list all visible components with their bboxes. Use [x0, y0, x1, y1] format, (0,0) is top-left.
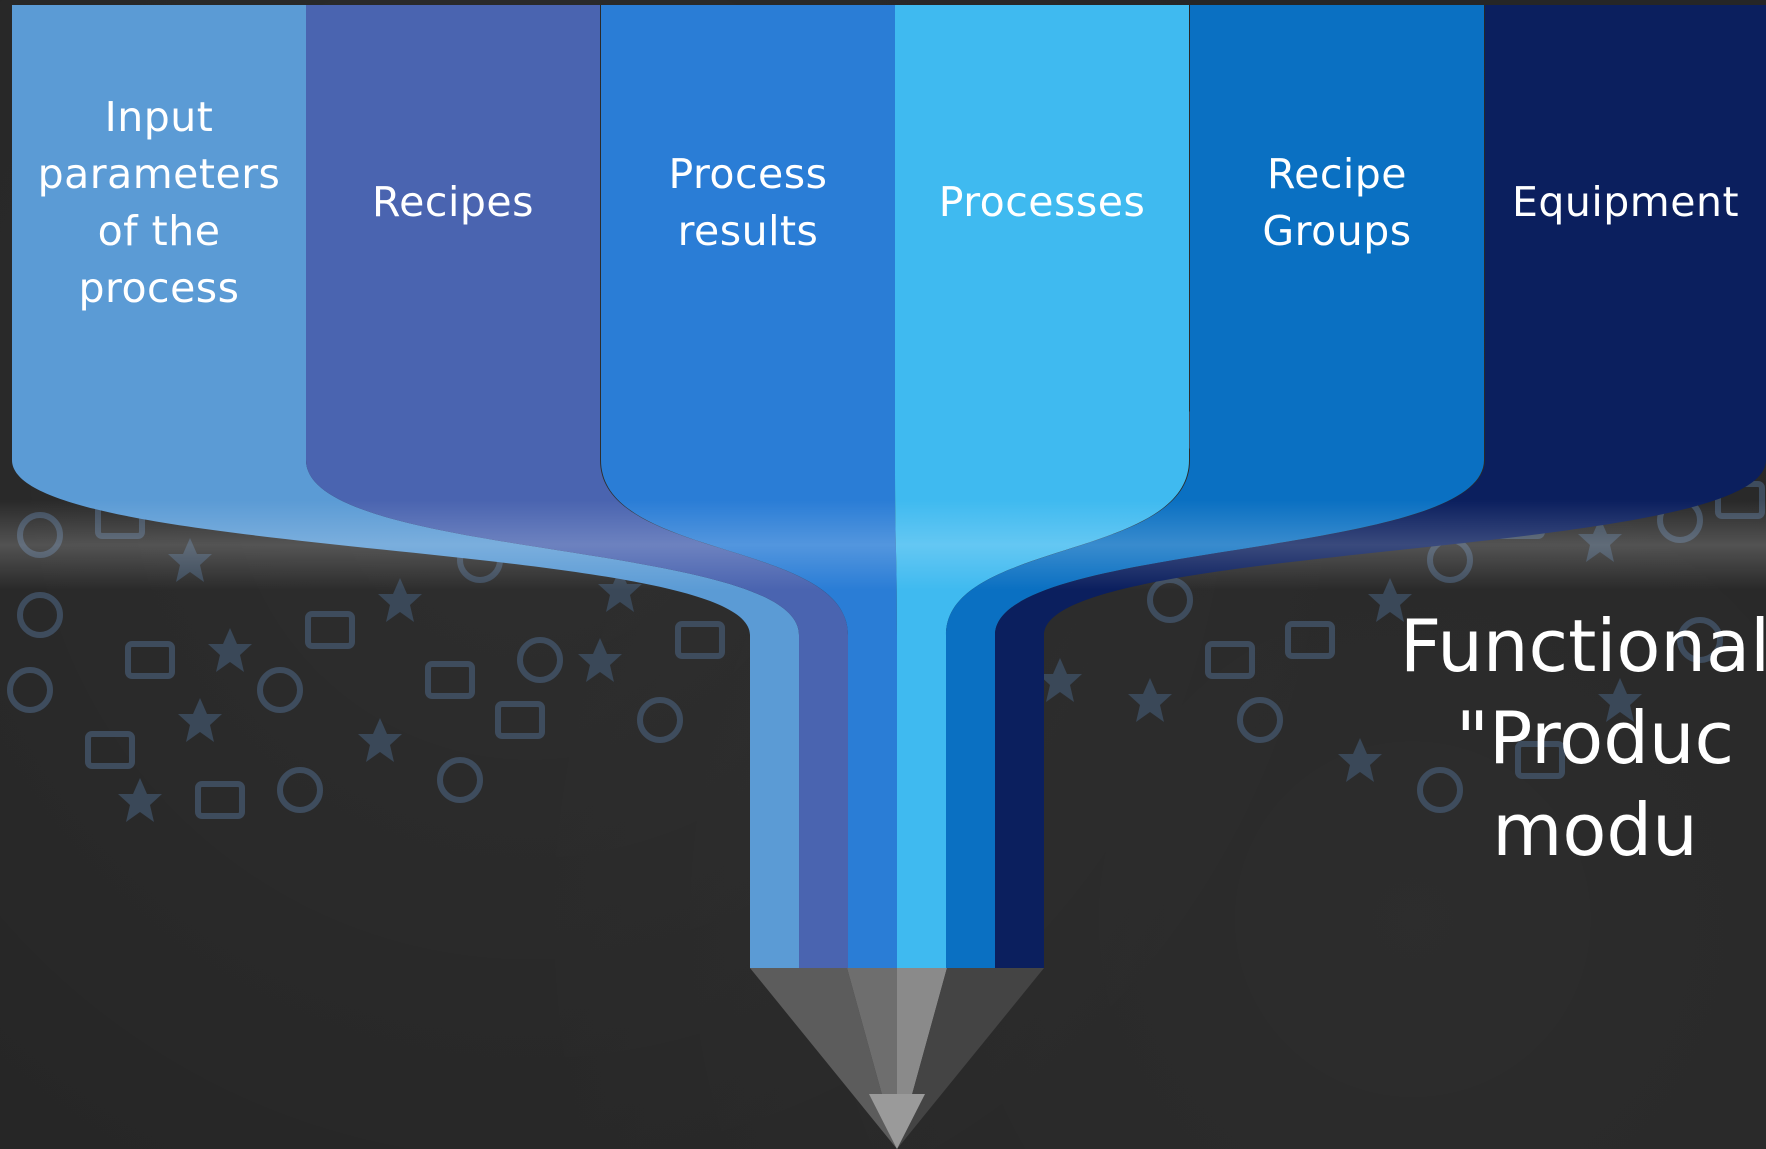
pencil-tip-facet	[750, 968, 897, 1149]
pencil-icon	[17, 592, 63, 638]
column-label: Recipes	[372, 178, 534, 226]
graduation-cap-icon	[1237, 697, 1283, 743]
graduation-cap-icon	[1038, 658, 1082, 702]
column-label: Input parameters of the process	[37, 92, 281, 312]
trophy-icon	[437, 757, 483, 803]
gear-icon	[1368, 578, 1412, 622]
alarm-clock-icon	[1338, 738, 1382, 782]
target-icon	[118, 778, 162, 822]
alarm-clock-icon	[305, 611, 355, 649]
trophy-icon	[85, 731, 135, 769]
funnel-bands	[12, 5, 1766, 968]
thumbs-up-icon	[675, 621, 725, 659]
target-icon	[7, 667, 53, 713]
star-icon	[208, 628, 252, 672]
thumbs-up-icon	[378, 578, 422, 622]
book-icon	[517, 637, 563, 683]
heart-icon	[178, 698, 222, 742]
funnel-band-1	[306, 5, 848, 968]
funnel-band-4	[946, 5, 1484, 968]
column-label: Recipe Groups	[1262, 149, 1412, 255]
lightbulb-icon	[1677, 617, 1723, 663]
star-icon	[195, 781, 245, 819]
gear-icon	[125, 641, 175, 679]
funnel-glow-strip	[0, 500, 1766, 590]
column-label: Process results	[668, 149, 828, 255]
funnel-band-0	[12, 5, 799, 968]
pencil-tip-facet	[897, 968, 1044, 1149]
funnel-band-5	[995, 5, 1766, 968]
funnel-band-3	[895, 5, 1189, 968]
paper-plane-icon	[257, 667, 303, 713]
palette-icon	[1598, 678, 1642, 722]
graduation-cap-icon	[425, 661, 475, 699]
pencil-lead	[869, 1094, 925, 1149]
slide-title: Functionali "Produc modu	[1399, 604, 1766, 872]
alarm-clock-icon	[637, 697, 683, 743]
column-label: Equipment	[1511, 178, 1740, 226]
column-label: Processes	[938, 178, 1146, 226]
pencil-icon	[1285, 621, 1335, 659]
heart-icon	[495, 701, 545, 739]
lightbulb-icon	[1205, 641, 1255, 679]
head-idea-icon	[1515, 741, 1565, 779]
pencil-icon	[358, 718, 402, 762]
gear-icon	[277, 767, 323, 813]
pencil-tip	[750, 968, 1044, 1149]
funnel-band-2	[601, 5, 897, 968]
paper-plane-icon	[578, 638, 622, 682]
thumbs-up-icon	[1417, 767, 1463, 813]
book-icon	[1128, 678, 1172, 722]
